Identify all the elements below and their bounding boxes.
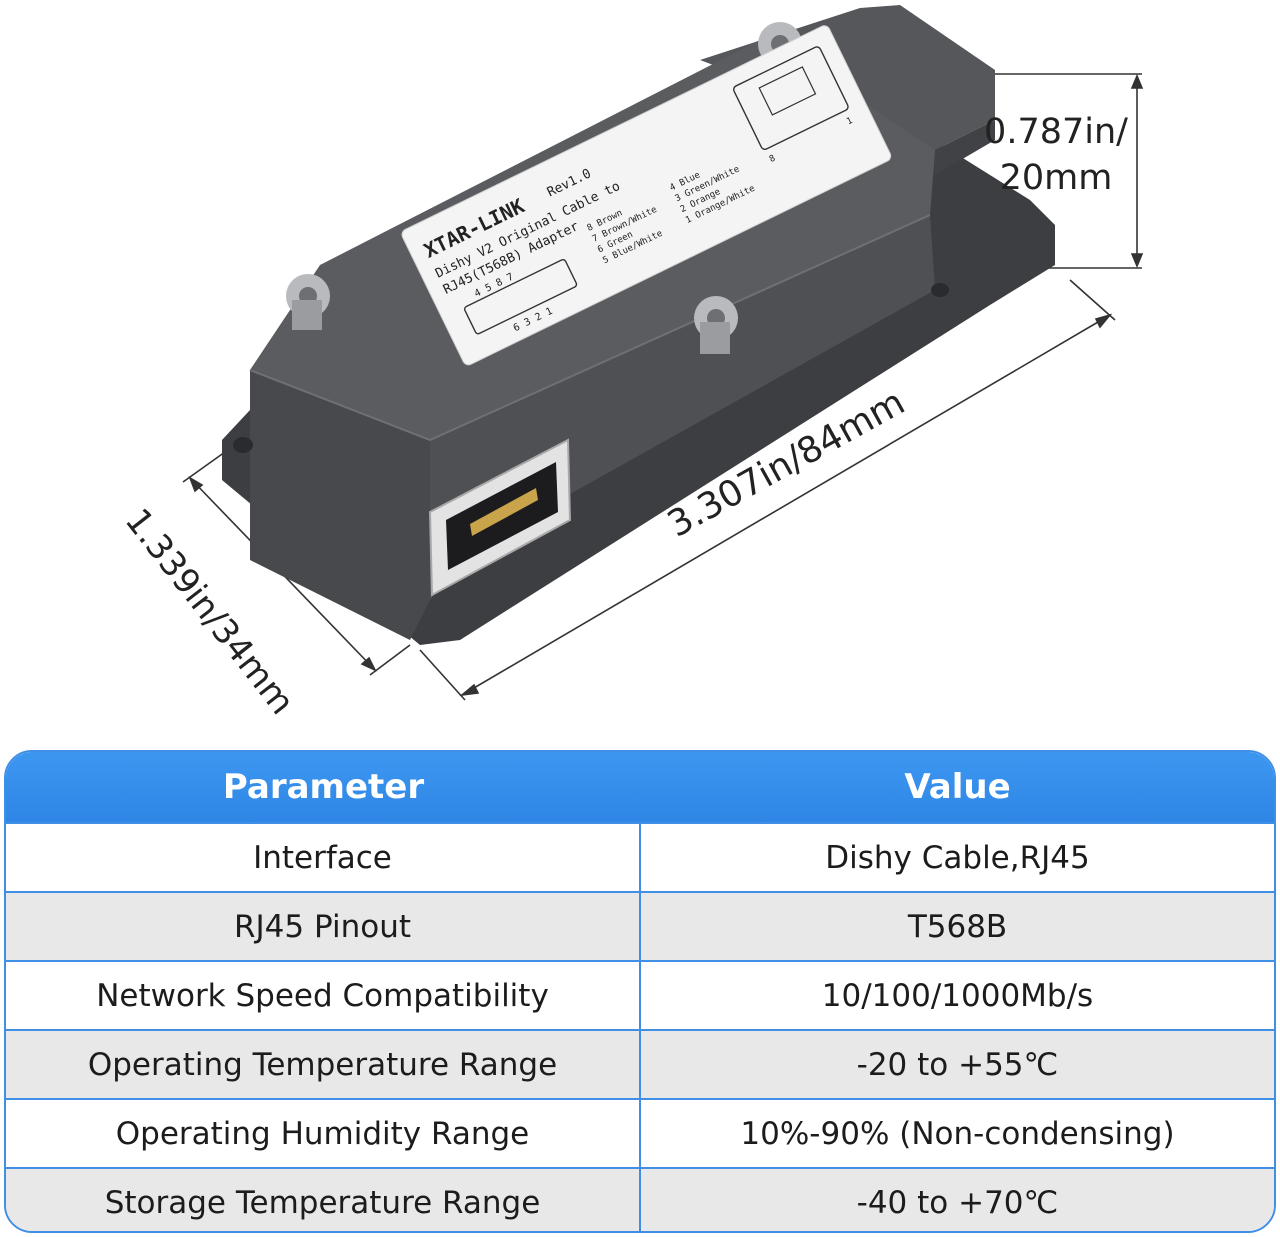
- table-row: Interface Dishy Cable,RJ45: [6, 822, 1274, 891]
- spec-table: Parameter Value Interface Dishy Cable,RJ…: [4, 750, 1276, 1233]
- parameter-cell: Operating Temperature Range: [6, 1031, 641, 1098]
- table-row: RJ45 Pinout T568B: [6, 891, 1274, 960]
- dimension-lines: [182, 73, 1144, 701]
- rj45-pin-last: 1: [845, 116, 854, 127]
- parameter-cell: Storage Temperature Range: [6, 1169, 641, 1231]
- adapter-body: [222, 5, 1055, 645]
- value-cell: 10%-90% (Non-condensing): [740, 1115, 1175, 1152]
- table-row: Storage Temperature Range -40 to +70℃: [6, 1167, 1274, 1231]
- rj45-pin-first: 8: [768, 154, 777, 165]
- table-row: Network Speed Compatibility 10/100/1000M…: [6, 960, 1274, 1029]
- height-dimension-label: 0.787in/ 20mm: [976, 110, 1136, 201]
- value-cell: Dishy Cable,RJ45: [825, 839, 1090, 876]
- rj45-diagram-icon: [733, 46, 849, 150]
- header-parameter: Parameter: [222, 767, 425, 807]
- adapter-image: XTAR-LINK Rev1.0 Dishy V2 Original Cable…: [182, 5, 1144, 701]
- table-header: Parameter Value: [6, 752, 1274, 822]
- parameter-cell: Interface: [6, 824, 641, 891]
- header-value: Value: [904, 767, 1011, 807]
- value-cell: -20 to +55℃: [856, 1046, 1059, 1083]
- height-dimension-line1: 0.787in/: [984, 112, 1128, 152]
- parameter-cell: RJ45 Pinout: [6, 893, 641, 960]
- parameter-cell: Network Speed Compatibility: [6, 962, 641, 1029]
- table-row: Operating Temperature Range -20 to +55℃: [6, 1029, 1274, 1098]
- value-cell: T568B: [907, 908, 1008, 945]
- table-row: Operating Humidity Range 10%-90% (Non-co…: [6, 1098, 1274, 1167]
- value-cell: 10/100/1000Mb/s: [821, 977, 1094, 1014]
- parameter-cell: Operating Humidity Range: [6, 1100, 641, 1167]
- height-dimension-line2: 20mm: [999, 157, 1113, 198]
- value-cell: -40 to +70℃: [856, 1184, 1059, 1221]
- rj45-port-icon: [428, 438, 572, 597]
- product-illustration: XTAR-LINK Rev1.0 Dishy V2 Original Cable…: [117, 5, 1144, 722]
